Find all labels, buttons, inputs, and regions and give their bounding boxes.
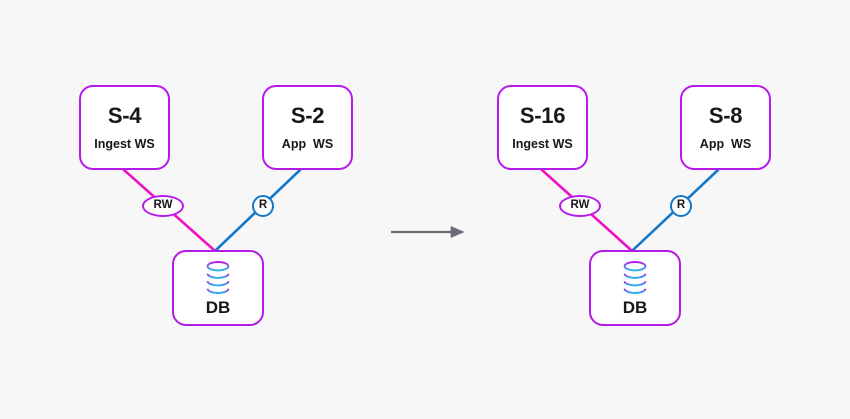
node-subtitle: Ingest WS: [512, 136, 573, 151]
node-subtitle: App WS: [281, 136, 334, 151]
node-title: S-8: [708, 102, 743, 128]
node-title: S-2: [290, 102, 325, 128]
node-after-app-ws[interactable]: S-8 App WS: [680, 85, 771, 170]
node-before-app-ws[interactable]: S-2 App WS: [262, 85, 353, 170]
link-badge-r-after[interactable]: R: [670, 195, 692, 217]
node-subtitle: Ingest WS: [94, 136, 155, 151]
database-cylinder-icon: [206, 260, 230, 294]
link-badge-rw-after[interactable]: RW: [559, 195, 601, 217]
node-after-db[interactable]: DB: [589, 250, 681, 326]
link-badge-label: RW: [153, 199, 173, 212]
node-after-ingest-ws[interactable]: S-16 Ingest WS: [497, 85, 588, 170]
node-title: S-16: [519, 102, 566, 128]
link-badge-rw-before[interactable]: RW: [142, 195, 184, 217]
node-before-ingest-ws[interactable]: S-4 Ingest WS: [79, 85, 170, 170]
database-cylinder-icon: [623, 260, 647, 294]
node-before-db[interactable]: DB: [172, 250, 264, 326]
link-badge-label: RW: [570, 199, 590, 212]
node-title: DB: [205, 297, 231, 317]
node-title: S-4: [107, 102, 142, 128]
link-badge-label: R: [676, 199, 686, 212]
node-title: DB: [622, 297, 648, 317]
link-badge-r-before[interactable]: R: [252, 195, 274, 217]
link-badge-label: R: [258, 199, 268, 212]
node-subtitle: App WS: [699, 136, 752, 151]
